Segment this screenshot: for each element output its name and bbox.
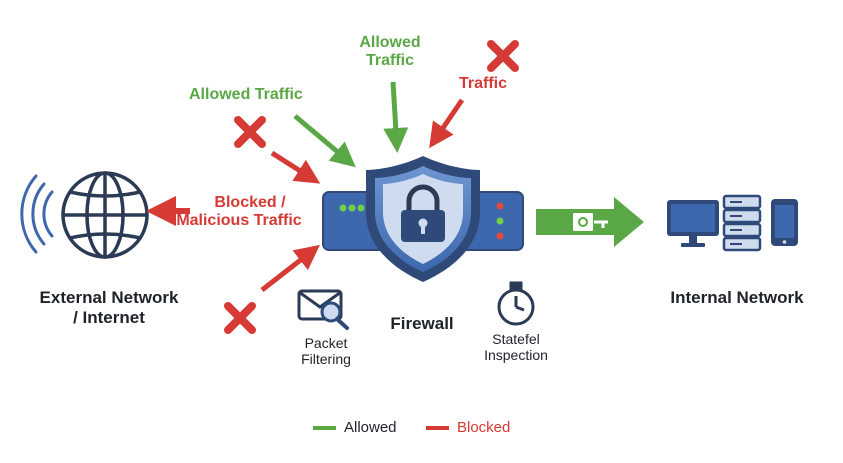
envelope-magnifier-icon	[297, 289, 349, 330]
server-icon	[722, 194, 762, 252]
x-mark-icon	[234, 116, 266, 148]
signal-waves-icon	[20, 174, 54, 254]
blocked-traffic-arrow-top	[429, 98, 465, 149]
blocked-traffic-arrow-upper-left	[270, 150, 321, 184]
stateful-line1: Statefel	[492, 331, 540, 347]
allowed-traffic-label-top: Allowed Traffic	[345, 34, 435, 71]
allowed-traffic-top-line2: Traffic	[365, 52, 414, 70]
allowed-traffic-top-line1: Allowed	[359, 34, 421, 51]
blocked-line2: Malicious Traffic	[176, 212, 302, 230]
key-icon	[571, 211, 608, 233]
stopwatch-icon	[497, 281, 535, 326]
external-line2: / Internet	[73, 307, 145, 327]
blocked-line1: Blocked /	[214, 194, 286, 211]
stateful-inspection-label: Statefel Inspection	[476, 331, 556, 363]
monitor-icon	[667, 200, 719, 247]
external-network-label: External Network / Internet	[24, 288, 194, 327]
allowed-traffic-arrow-left	[293, 114, 356, 168]
legend-blocked-label: Blocked	[457, 419, 511, 436]
stateful-line2: Inspection	[484, 347, 548, 364]
blocked-traffic-arrow-lower-left	[260, 244, 320, 292]
packet-line2: Filtering	[301, 351, 351, 368]
blocked-malicious-label: Blocked / Malicious Traffic	[170, 194, 308, 231]
internal-network-label: Internal Network	[670, 288, 804, 307]
allowed-traffic-label-left: Allowed Traffic	[189, 86, 303, 103]
packet-filtering-label: Packet Filtering	[286, 335, 366, 367]
globe-icon	[61, 171, 149, 259]
external-line1: External Network	[39, 288, 179, 307]
allowed-traffic-arrow-top	[383, 81, 409, 153]
x-mark-icon	[487, 40, 519, 72]
packet-line1: Packet	[304, 335, 348, 351]
shield-lock-icon	[366, 156, 480, 282]
firewall-label: Firewall	[390, 314, 454, 333]
legend-allowed-label: Allowed	[344, 419, 397, 436]
phone-icon	[771, 199, 798, 246]
blocked-traffic-label-top: Traffic	[459, 75, 508, 92]
x-mark-icon	[224, 302, 256, 334]
